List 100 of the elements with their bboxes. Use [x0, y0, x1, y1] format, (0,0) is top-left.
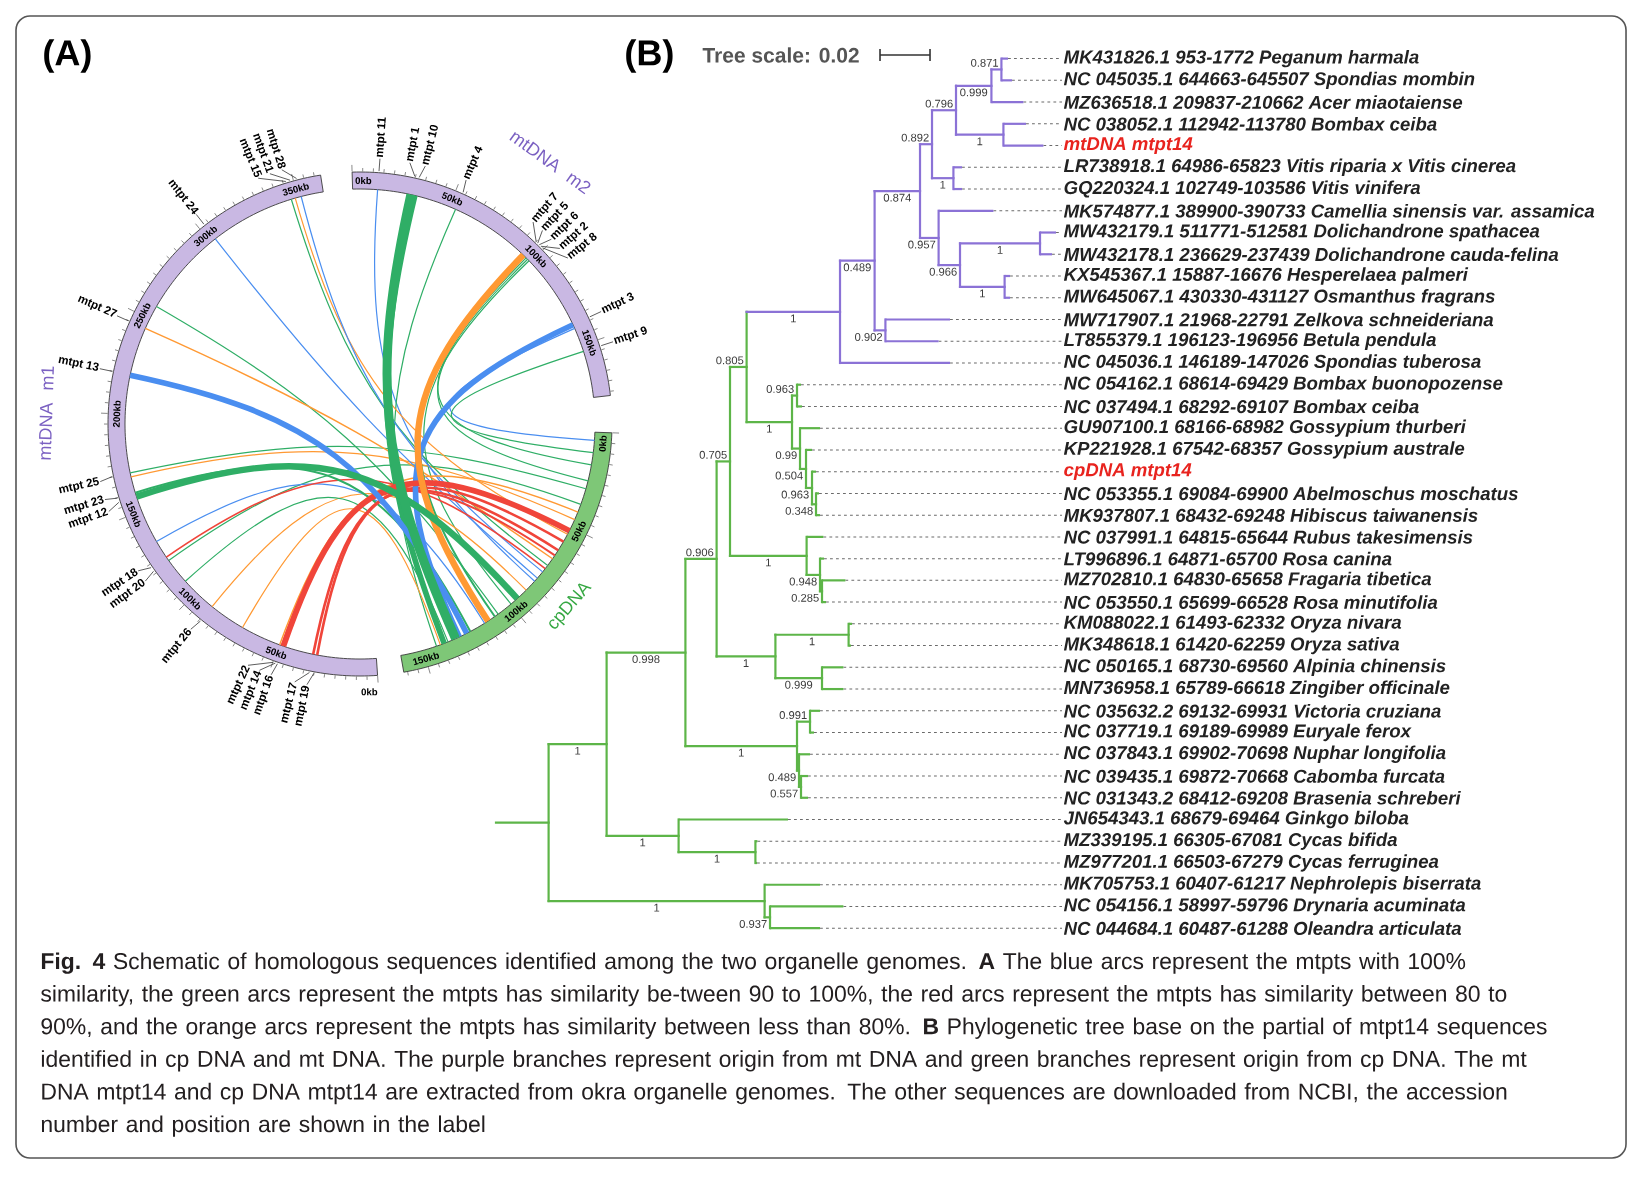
tree-branch — [840, 361, 950, 365]
tree-branch — [822, 666, 844, 669]
tree-branch — [808, 709, 812, 734]
tree-branch — [820, 579, 824, 604]
leader-line — [600, 341, 614, 347]
sequence-label: NC 037843.1 69902-70698 Nuphar longifolia — [1063, 745, 1446, 763]
tree-branch — [795, 720, 799, 772]
tree-branch — [1038, 231, 1042, 256]
tree-branch — [952, 166, 955, 191]
sequence-label: LT996896.1 64871-65700 Rosa canina — [1063, 551, 1392, 566]
tree-branch — [790, 394, 794, 450]
tree-branch — [937, 209, 940, 267]
tree-branch — [797, 405, 802, 408]
leader-line — [589, 311, 602, 318]
leader-line — [281, 169, 297, 179]
tree-branch — [774, 677, 824, 680]
leader-line — [257, 177, 287, 182]
leader-line — [99, 476, 113, 482]
leader-line — [418, 165, 426, 178]
tree-branch — [1001, 57, 1008, 60]
tree-branch — [885, 340, 939, 343]
chord-link — [382, 193, 460, 641]
tree-branch — [678, 818, 788, 821]
tree-branch — [728, 365, 732, 557]
tree-branch — [1003, 274, 1006, 299]
panel-label: (A) — [44, 39, 91, 73]
sequence-label: MK937807.1 68432-69248 Hibiscus taiwanensis — [1063, 508, 1478, 522]
panel-label: (B) — [626, 39, 673, 73]
chord-link — [393, 208, 457, 647]
sequence-label: NC 039435.1 69872-70668 Cabomba furcata — [1063, 769, 1445, 783]
tree-branch — [820, 666, 824, 691]
tree-branch — [764, 883, 820, 886]
tree-branch — [810, 731, 814, 734]
tree-branch — [1003, 122, 1026, 125]
tree-branch — [918, 236, 940, 240]
leader-line — [270, 663, 278, 676]
tree-branch — [801, 796, 808, 799]
tree-branch — [728, 365, 748, 369]
tree-branch — [930, 109, 958, 112]
leader-line — [259, 662, 276, 671]
leader-line — [462, 179, 467, 193]
sequence-label: NC 031343.2 68412-69208 Brasenia schreberi — [1063, 790, 1461, 805]
tree-branch — [763, 883, 766, 919]
scale-label: Tree scale: 0.02 — [702, 47, 859, 63]
tree-branch — [605, 834, 680, 837]
tree-branch — [838, 259, 876, 262]
tree-branch — [885, 318, 950, 321]
leader-line — [537, 230, 543, 244]
chord-link — [165, 478, 546, 570]
tree-branch — [990, 68, 1003, 71]
leader-line — [269, 173, 291, 181]
sequence-label: KM088022.1 61493-62332 Oryza nivara — [1063, 615, 1402, 633]
tree-branch — [822, 601, 826, 604]
sequence-label: MK431826.1 953-1772 Peganum harmala — [1063, 49, 1419, 68]
tree-branch — [801, 774, 808, 778]
sequence-label: MZ702810.1 64830-65658 Fragaria tibetica — [1063, 571, 1432, 590]
sequence-label: MZ977201.1 66503-67279 Cycas ferruginea — [1063, 854, 1439, 872]
sequence-label: NC 053550.1 65699-66528 Rosa minutifolia — [1063, 595, 1438, 609]
sequence-label: GQ220324.1 102749-103586 Vitis vinifera — [1064, 180, 1421, 198]
sequence-label: NC 054156.1 58997-59796 Drynaria acuminata — [1063, 897, 1466, 916]
tree-branch — [799, 774, 803, 799]
tree-branch — [958, 242, 962, 288]
tree-branch — [547, 743, 550, 903]
tree-branch — [790, 447, 802, 450]
tree-branch — [715, 655, 777, 658]
tree-branch — [745, 420, 794, 424]
tree-branch — [790, 394, 799, 397]
chord-link — [211, 493, 527, 608]
chord-link — [144, 327, 554, 560]
tree-branch — [937, 264, 962, 267]
leader-line — [195, 214, 205, 225]
tree-branch — [805, 535, 808, 577]
tree-branch — [938, 209, 994, 212]
sequence-label: GU907100.1 68166-68982 Gossypium thurberi — [1064, 419, 1467, 437]
sequence-label: NC 053355.1 69084-69900 Abelmoschus moschatus — [1063, 486, 1518, 501]
sequence-label: KP221928.1 67542-68357 Gossypium australe — [1063, 441, 1465, 459]
sequence-label: NC 037991.1 64815-65644 Rubus takesimensis — [1063, 530, 1473, 544]
sequence-label: NC 037719.1 69189-69989 Euryale ferox — [1063, 723, 1412, 742]
tree-branch — [797, 753, 801, 788]
sequence-label: MZ339195.1 66305-67081 Cycas bifida — [1063, 832, 1397, 850]
sequence-label: MZ636518.1 209837-210662 Acer miaotaiense — [1063, 95, 1463, 109]
tree-branch — [684, 557, 687, 748]
leader-line — [144, 570, 154, 582]
sequence-label: NC 054162.1 68614-69429 Bombax buonopozense — [1063, 376, 1503, 394]
tree-branch — [774, 633, 850, 636]
sequence-label: MW432179.1 511771-512581 Dolichandrone spathacea — [1063, 223, 1540, 242]
tree-branch — [818, 557, 822, 593]
chord-link — [155, 305, 499, 615]
tree-branch — [873, 329, 887, 332]
tree-branch — [547, 899, 766, 903]
tree-branch — [884, 318, 887, 343]
tree-branch — [798, 467, 808, 471]
tree-branch — [800, 427, 820, 430]
tree-branch — [795, 720, 812, 723]
chord-link — [129, 372, 470, 635]
sequence-label: NC 035632.2 69132-69931 Victoria cruziana — [1063, 703, 1441, 718]
tree-branch — [953, 187, 962, 191]
sequence-label: MW432178.1 236629-237439 Dolichandrone cauda-felina — [1063, 247, 1559, 262]
chord-link — [241, 508, 441, 646]
tree-branch — [1040, 231, 1056, 234]
